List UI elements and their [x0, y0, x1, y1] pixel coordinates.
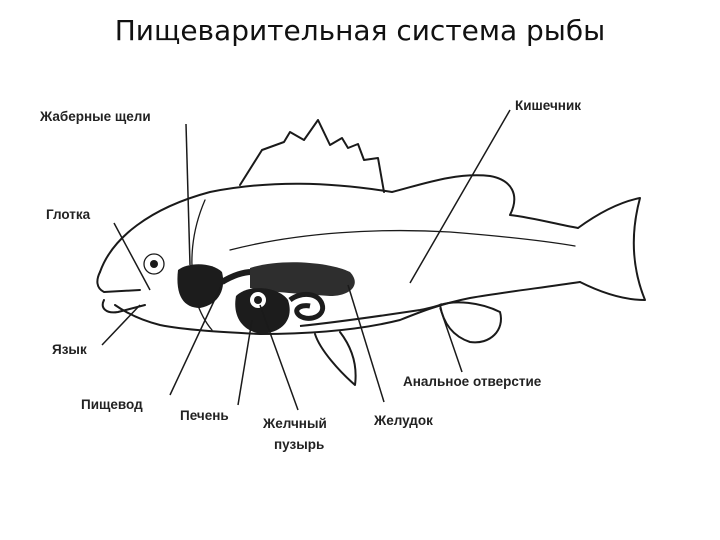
label-esophagus: Пищевод [81, 397, 143, 412]
label-liver: Печень [180, 408, 229, 423]
dorsal-fin [240, 120, 384, 192]
label-anus: Анальное отверстие [403, 374, 542, 389]
fish-back [100, 175, 578, 272]
label-intestine: Кишечник [515, 98, 581, 113]
fish-body [97, 120, 645, 385]
caudal-fin [578, 198, 645, 300]
label-pharynx: Глотка [46, 207, 91, 222]
esophagus-shape [222, 272, 252, 282]
digestive-organs [177, 262, 442, 334]
pharynx-shape [177, 264, 223, 308]
gallbladder-core [254, 296, 262, 304]
label-tongue: Язык [52, 342, 87, 357]
fish-upper-jaw [97, 272, 140, 292]
fish-pupil [150, 260, 158, 268]
intestine-loop [290, 294, 323, 318]
label-gill-slits: Жаберные щели [39, 109, 151, 124]
pelvic-fin [315, 332, 356, 385]
leader-gill-slits [186, 124, 190, 265]
leader-anus [440, 308, 462, 372]
leader-pharynx [114, 223, 150, 290]
label-stomach: Желудок [373, 413, 433, 428]
label-gallbladder-line1: Желчный [262, 416, 327, 431]
lateral-line [230, 231, 575, 250]
label-gallbladder-line2: пузырь [274, 437, 324, 452]
leader-intestine [410, 110, 510, 283]
